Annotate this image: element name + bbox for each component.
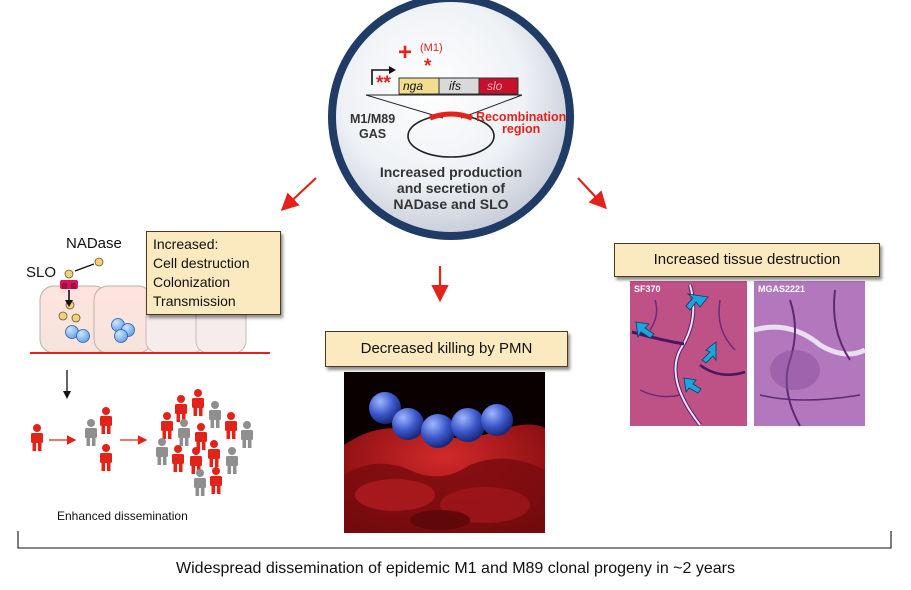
enhanced-dissemination-label: Enhanced dissemination — [57, 509, 188, 523]
gene-nga-label: nga — [403, 79, 424, 93]
blue-arrows — [635, 293, 717, 394]
effect-colonization: Colonization — [153, 274, 231, 290]
sf370-label: SF370 — [634, 284, 661, 294]
production-line-2: and secretion of — [396, 180, 506, 196]
arrow-to-right — [577, 177, 607, 210]
nadase-label: NADase — [66, 235, 122, 252]
effect-transmission: Transmission — [153, 293, 236, 309]
plus-sign: + — [398, 39, 413, 66]
strain-line-2: GAS — [359, 127, 387, 141]
tissue-destruction-box: Increased tissue destruction — [614, 243, 880, 277]
intracellular-bacteria — [65, 318, 135, 343]
decreased-killing-box: Decreased killing by PMN — [325, 331, 568, 367]
center-circle — [328, 0, 574, 240]
effect-cell-destruction: Cell destruction — [153, 255, 250, 271]
recombination-region-arc — [429, 111, 473, 121]
decreased-killing-label: Decreased killing by PMN — [360, 340, 533, 357]
strain-line-1: M1/M89 — [350, 112, 396, 126]
increased-title: Increased: — [153, 236, 219, 252]
gene-slo-block — [478, 77, 519, 95]
histology-mgas2221 — [753, 281, 867, 427]
tissue-destruction-label: Increased tissue destruction — [653, 251, 841, 268]
production-line-1: Increased production — [379, 164, 523, 180]
single-asterisk: * — [424, 56, 432, 77]
arrow-to-left — [280, 177, 317, 212]
production-text: Increased production and secretion of NA… — [342, 164, 560, 212]
bottom-caption: Widespread dissemination of epidemic M1 … — [176, 560, 735, 577]
strain-label: M1/M89 GAS — [350, 112, 395, 142]
nadase-molecules — [58, 257, 104, 323]
recombination-line-2: region — [502, 122, 541, 136]
mgas2221-label: MGAS2221 — [758, 284, 806, 294]
bottom-bracket — [17, 531, 892, 549]
slo-pore — [60, 280, 78, 307]
production-line-3: NADase and SLO — [393, 196, 509, 212]
people-dissemination — [31, 389, 253, 496]
promoter-arrow — [371, 69, 392, 85]
gene-ifs-label: ifs — [449, 79, 461, 93]
m1-label: (M1) — [420, 42, 443, 54]
host-cells — [30, 285, 270, 354]
recombination-line-1: Recombination — [476, 110, 567, 124]
gene-slo-label: slo — [487, 79, 503, 93]
recombination-label: Recombination region — [476, 110, 567, 136]
increased-effects-box: Increased: Cell destruction Colonization… — [146, 231, 281, 315]
sem-micrograph — [344, 372, 545, 533]
double-asterisk: ** — [376, 73, 391, 94]
slo-label: SLO — [26, 264, 57, 281]
